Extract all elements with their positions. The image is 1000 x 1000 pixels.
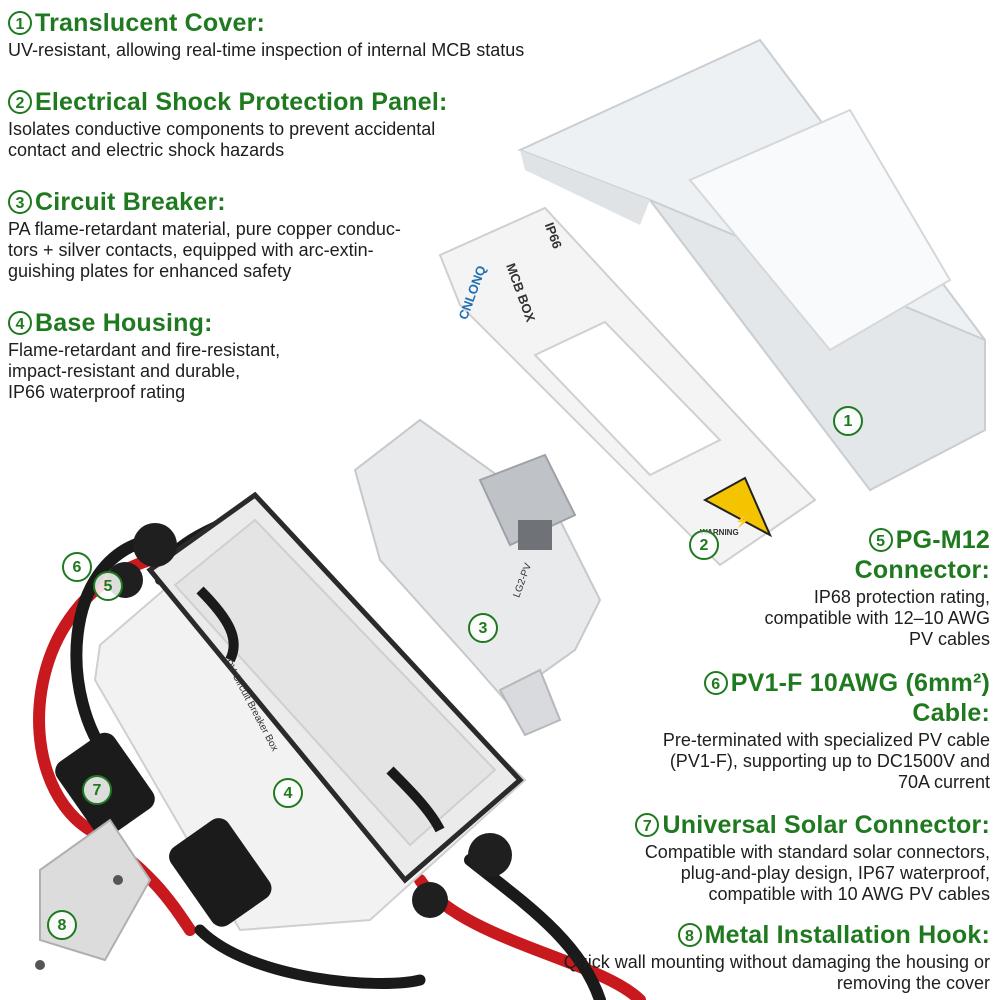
svg-text:⚡: ⚡ <box>735 514 750 528</box>
callout-8: 8 <box>47 910 77 940</box>
base-housing <box>93 491 527 932</box>
metal-installation-hook <box>35 818 152 970</box>
feature-desc: Pre-terminated with specialized PV cable… <box>662 730 990 792</box>
feature-number: 7 <box>635 813 660 837</box>
feature-heading: Metal Installation Hook: <box>704 921 990 949</box>
feature-desc: UV-resistant, allowing real-time inspect… <box>8 40 525 60</box>
feature-desc: Isolates conductive components to preven… <box>8 119 436 160</box>
feature-number: 3 <box>8 190 32 214</box>
callout-6: 6 <box>62 552 92 582</box>
feature-number: 4 <box>8 311 32 335</box>
feature-heading: PG-M12 Connector: <box>854 526 990 584</box>
callout-5: 5 <box>93 571 123 601</box>
feature-number: 2 <box>8 90 32 114</box>
shock-protection-panel: ⚡ <box>438 206 817 567</box>
pg-m12-connectors <box>107 523 512 918</box>
callout-2: 2 <box>689 530 719 560</box>
feature-heading: Universal Solar Connector: <box>662 811 990 839</box>
feature-desc: Compatible with standard solar connector… <box>644 842 990 904</box>
feature-heading: Circuit Breaker: <box>35 188 226 216</box>
feature-heading: PV1-F 10AWG (6mm²) Cable: <box>730 669 990 727</box>
feature-heading: Base Housing: <box>35 309 213 337</box>
feature-number: 6 <box>703 671 728 695</box>
feature-heading: Translucent Cover: <box>35 9 266 37</box>
feature-desc: PA flame-retardant material, pure copper… <box>8 219 401 281</box>
callout-1: 1 <box>833 406 863 436</box>
feature-heading: Electrical Shock Protection Panel: <box>35 88 448 116</box>
callout-3: 3 <box>468 613 498 643</box>
warning-label: WARNING <box>700 528 739 537</box>
feature-desc: Quick wall mounting without damaging the… <box>563 952 990 993</box>
callout-4: 4 <box>273 778 303 808</box>
feature-number: 1 <box>8 11 32 35</box>
feature-desc: IP68 protection rating, compatible with … <box>764 587 990 649</box>
translucent-cover <box>517 38 986 492</box>
feature-number: 8 <box>677 923 702 947</box>
callout-7: 7 <box>82 775 112 805</box>
circuit-breaker <box>353 418 602 737</box>
feature-desc: Flame-retardant and fire-resistant, impa… <box>8 340 281 402</box>
feature-number: 5 <box>868 528 893 552</box>
